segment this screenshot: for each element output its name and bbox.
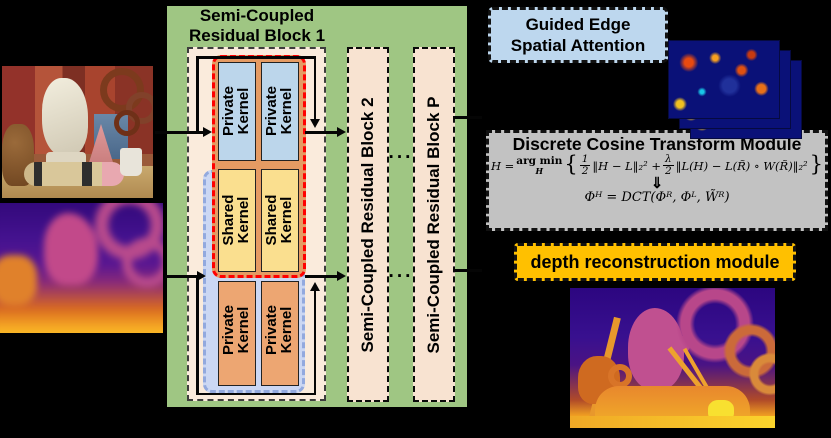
kernel-label: Shared [263, 194, 280, 246]
formula-lhs: H = [490, 158, 515, 173]
argmin-text: arg min [516, 155, 563, 168]
skip-depth-bottom-line [196, 392, 316, 395]
edge-map-front [668, 40, 780, 119]
fraction-numerator: 1 [579, 153, 591, 167]
kernel-label: Shared [220, 194, 237, 246]
skip-depth-left-line [196, 277, 199, 395]
kernel-label: Private [263, 304, 280, 356]
cup-shape [120, 148, 142, 176]
arrow-depth-output-line [305, 275, 338, 278]
hr-depth-output-image [570, 288, 775, 428]
residual-block-P: Semi-Coupled Residual Block P [413, 47, 455, 402]
formula-open-brace: { [564, 152, 578, 177]
depth-ring-shape [117, 230, 163, 295]
skip-rgb-left-line [196, 56, 199, 133]
arrow-depth-output-head [337, 271, 346, 281]
residual-block-2-label: Semi-Coupled Residual Block 2 [358, 97, 377, 353]
depth-bottom-strip [570, 416, 775, 428]
argmin-subscript: H [535, 165, 544, 176]
guided-edge-label-line1: Guided Edge [525, 15, 631, 34]
kernel-label: Private [220, 85, 237, 137]
skip-rgb-merge-head [310, 119, 320, 128]
depth-reconstruction-module-box: depth reconstruction module [514, 243, 796, 281]
depth-foreground-blob [0, 255, 37, 305]
arrow-rgb-input-head [203, 127, 212, 137]
residual-block-2: Semi-Coupled Residual Block 2 [347, 47, 389, 402]
depth-ring-shape [746, 350, 775, 398]
ring-shape [100, 68, 144, 112]
formula-term1: ‖H − L‖₂² + [592, 158, 662, 173]
output-line-top [453, 116, 482, 119]
lr-depth-blur-layer [0, 203, 163, 333]
ellipsis-bottom: ··· [388, 266, 414, 287]
skip-rgb-right-line [313, 56, 316, 120]
block1-title-line2: Residual Block 1 [188, 26, 326, 45]
kernel-label: Private [220, 304, 237, 356]
fraction-denominator: 2 [665, 165, 672, 178]
dct-module-title: Discrete Cosine Transform Module [512, 134, 802, 154]
fraction-denominator: 2 [581, 165, 589, 178]
dct-module-box: Discrete Cosine Transform Module H = arg… [486, 130, 828, 231]
formula-implies-arrow: ⇓ [650, 175, 664, 193]
arrow-rgb-output-head [337, 127, 346, 137]
edge-attention-maps [668, 40, 802, 140]
kernel-label: Kernel [278, 87, 295, 135]
arrow-rgb-output-line [305, 131, 338, 134]
kernel-label: Kernel [235, 87, 252, 135]
block1-title: Semi-Coupled Residual Block 1 [176, 6, 338, 46]
depth-reconstruction-label: depth reconstruction module [530, 251, 780, 272]
kernel-label: Kernel [235, 196, 252, 244]
arrow-rgb-input-line [155, 131, 203, 134]
arrow-depth-input-line [165, 275, 198, 278]
lr-depth-input-image [0, 203, 163, 333]
block1-title-line1: Semi-Coupled [199, 6, 315, 25]
kernel-label: Kernel [278, 196, 295, 244]
arrow-depth-input-head [197, 271, 206, 281]
rgb-input-image [2, 66, 153, 198]
crayon-shape [24, 162, 124, 186]
kernel-label: Kernel [235, 306, 252, 354]
output-line-bottom [453, 269, 482, 272]
skip-depth-right-line [313, 290, 316, 395]
depth-jug-handle-shape [608, 364, 632, 388]
skip-depth-merge-head [310, 282, 320, 291]
guided-edge-spatial-attention-box: Guided Edge Spatial Attention [488, 7, 668, 63]
skip-rgb-top-line [196, 56, 316, 59]
bust-shape [42, 78, 88, 156]
residual-block-P-label: Semi-Coupled Residual Block P [424, 96, 443, 354]
dct-formula-line2: Φᴴ = DCT(Φᴿ, Φᴸ, W̃ᴿ) [584, 190, 730, 206]
guided-edge-label-line2: Spatial Attention [510, 36, 646, 55]
formula-close-brace: } [809, 152, 824, 177]
fraction-numerator: λ [663, 153, 674, 167]
ellipsis-top: ··· [388, 147, 414, 168]
ring-shape [114, 110, 140, 136]
formula-term2: ‖L(H) − L(R̃) ∘ W(R̃)‖₂² [675, 158, 808, 173]
kernel-label: Kernel [278, 306, 295, 354]
kernel-label: Private [263, 85, 280, 137]
